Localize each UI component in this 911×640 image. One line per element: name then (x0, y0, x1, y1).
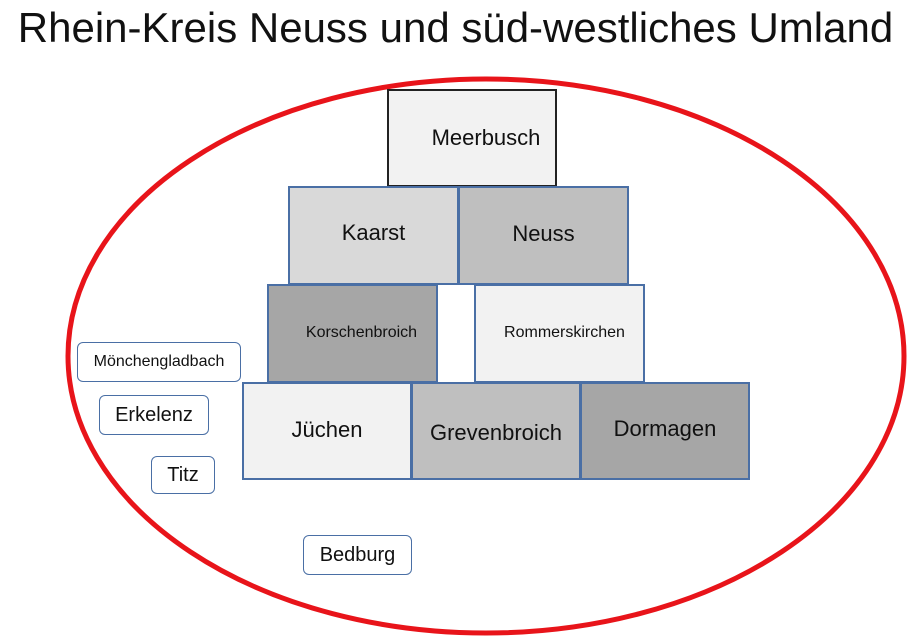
district-meerbusch-label: Meerbusch (431, 125, 541, 150)
district-dormagen: Dormagen (580, 382, 750, 480)
surrounding-titz-label: Titz (167, 463, 199, 486)
surrounding-erkelenz: Erkelenz (99, 395, 209, 435)
district-korschenbroich: Korschenbroich (267, 284, 438, 383)
surrounding-moenchengladbach-label: Mönchengladbach (93, 353, 225, 370)
district-meerbusch: Meerbusch (387, 89, 557, 187)
district-neuss: Neuss (458, 186, 629, 285)
district-juechen: Jüchen (242, 382, 412, 480)
surrounding-erkelenz-label: Erkelenz (115, 403, 193, 426)
district-kaarst: Kaarst (288, 186, 459, 285)
district-dormagen-label: Dormagen (613, 416, 717, 441)
region-ellipse (65, 76, 907, 636)
surrounding-titz: Titz (151, 456, 215, 494)
surrounding-bedburg-label: Bedburg (319, 543, 396, 566)
surrounding-bedburg: Bedburg (303, 535, 412, 575)
district-grevenbroich: Grevenbroich (411, 382, 581, 480)
district-grevenbroich-label: Grevenbroich (429, 420, 563, 445)
district-neuss-label: Neuss (512, 221, 575, 246)
district-rommerskirchen-label: Rommerskirchen (504, 324, 625, 341)
district-rommerskirchen: Rommerskirchen (474, 284, 645, 383)
district-juechen-label: Jüchen (291, 417, 363, 442)
diagram-title: Rhein-Kreis Neuss und süd-westliches Uml… (17, 4, 894, 51)
district-korschenbroich-label: Korschenbroich (305, 324, 418, 341)
surrounding-moenchengladbach: Mönchengladbach (77, 342, 241, 382)
district-kaarst-label: Kaarst (341, 220, 406, 245)
